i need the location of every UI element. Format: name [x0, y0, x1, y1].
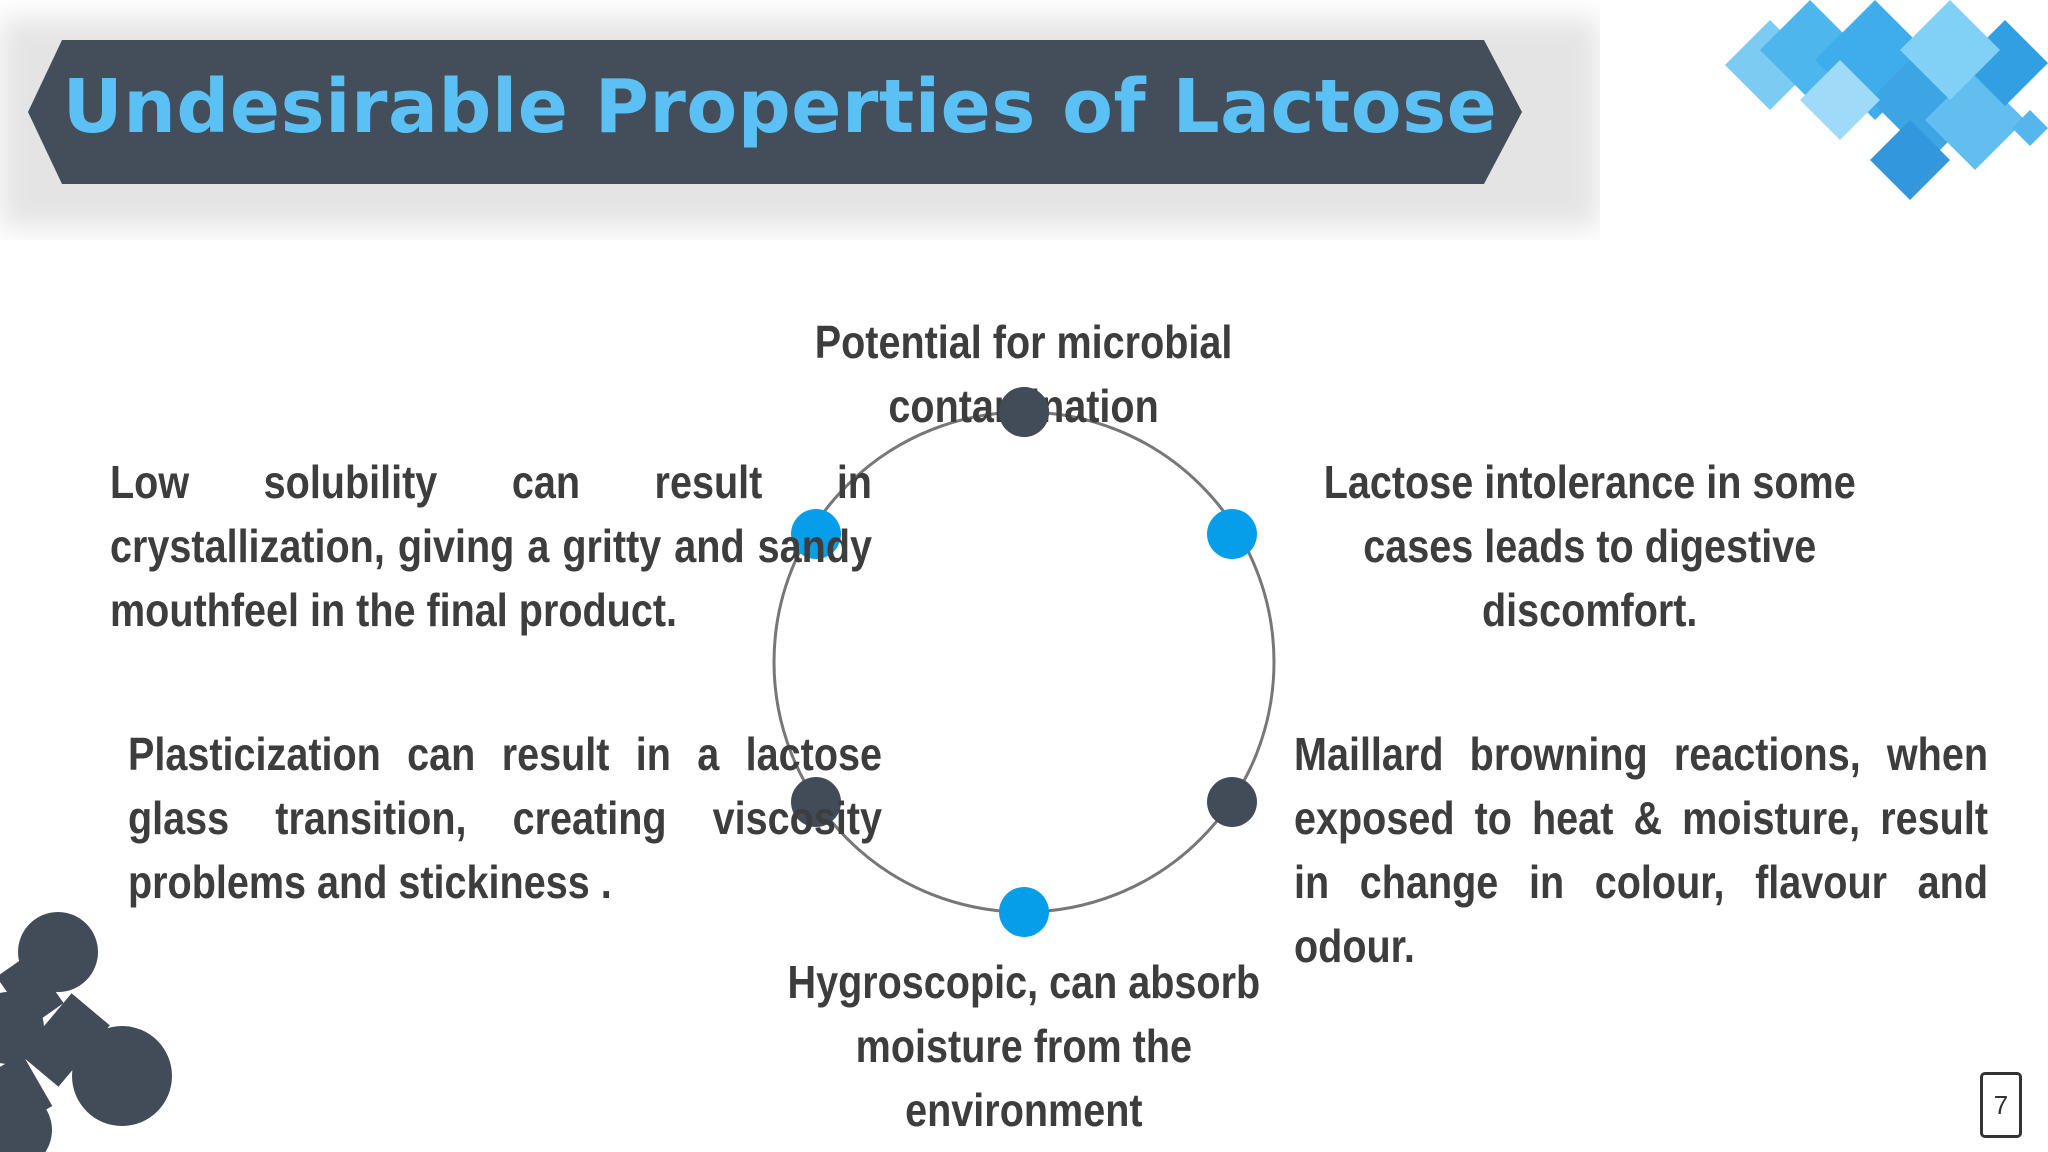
right-lower-text: Maillard browning reactions, when expose… — [1294, 728, 1988, 972]
page-number: 7 — [1993, 1090, 2009, 1120]
left-lower-text: Plasticization can result in a lactose g… — [128, 728, 882, 908]
label-top: Potential for microbial contamination — [744, 310, 1304, 438]
right-upper-line-3: discomfort. — [1482, 584, 1698, 636]
tablet-icon: 7 — [1980, 1072, 2022, 1138]
node-upper-right — [1207, 509, 1257, 559]
molecule-decoration — [0, 912, 172, 1152]
banner-shape — [28, 40, 1522, 184]
right-upper-line-1: Lactose intolerance in some — [1323, 456, 1857, 508]
node-bottom — [999, 887, 1049, 937]
right-upper-line-2: cases leads to digestive — [1363, 520, 1817, 572]
title-banner — [0, 18, 1600, 228]
node-upper-left — [791, 509, 841, 559]
node-top-overlay — [999, 387, 1049, 437]
label-top-line-1: Potential for microbial — [815, 316, 1233, 368]
label-bottom: Hygroscopic, can absorb moisture from th… — [724, 950, 1324, 1142]
page-title: Undesirable Properties of Lactose — [62, 64, 1498, 150]
left-upper-text: Low solubility can result in crystalliza… — [110, 456, 872, 636]
label-bottom-line-1: Hygroscopic, can absorb — [787, 956, 1261, 1008]
node-lower-left — [791, 777, 841, 827]
blue-diamond-decoration — [1725, 0, 2048, 200]
label-bottom-line-2: moisture from the — [855, 1020, 1193, 1072]
label-bottom-line-3: environment — [905, 1084, 1143, 1136]
node-lower-right — [1207, 777, 1257, 827]
right-upper-text: Lactose intolerance in some cases leads … — [1260, 450, 1920, 642]
